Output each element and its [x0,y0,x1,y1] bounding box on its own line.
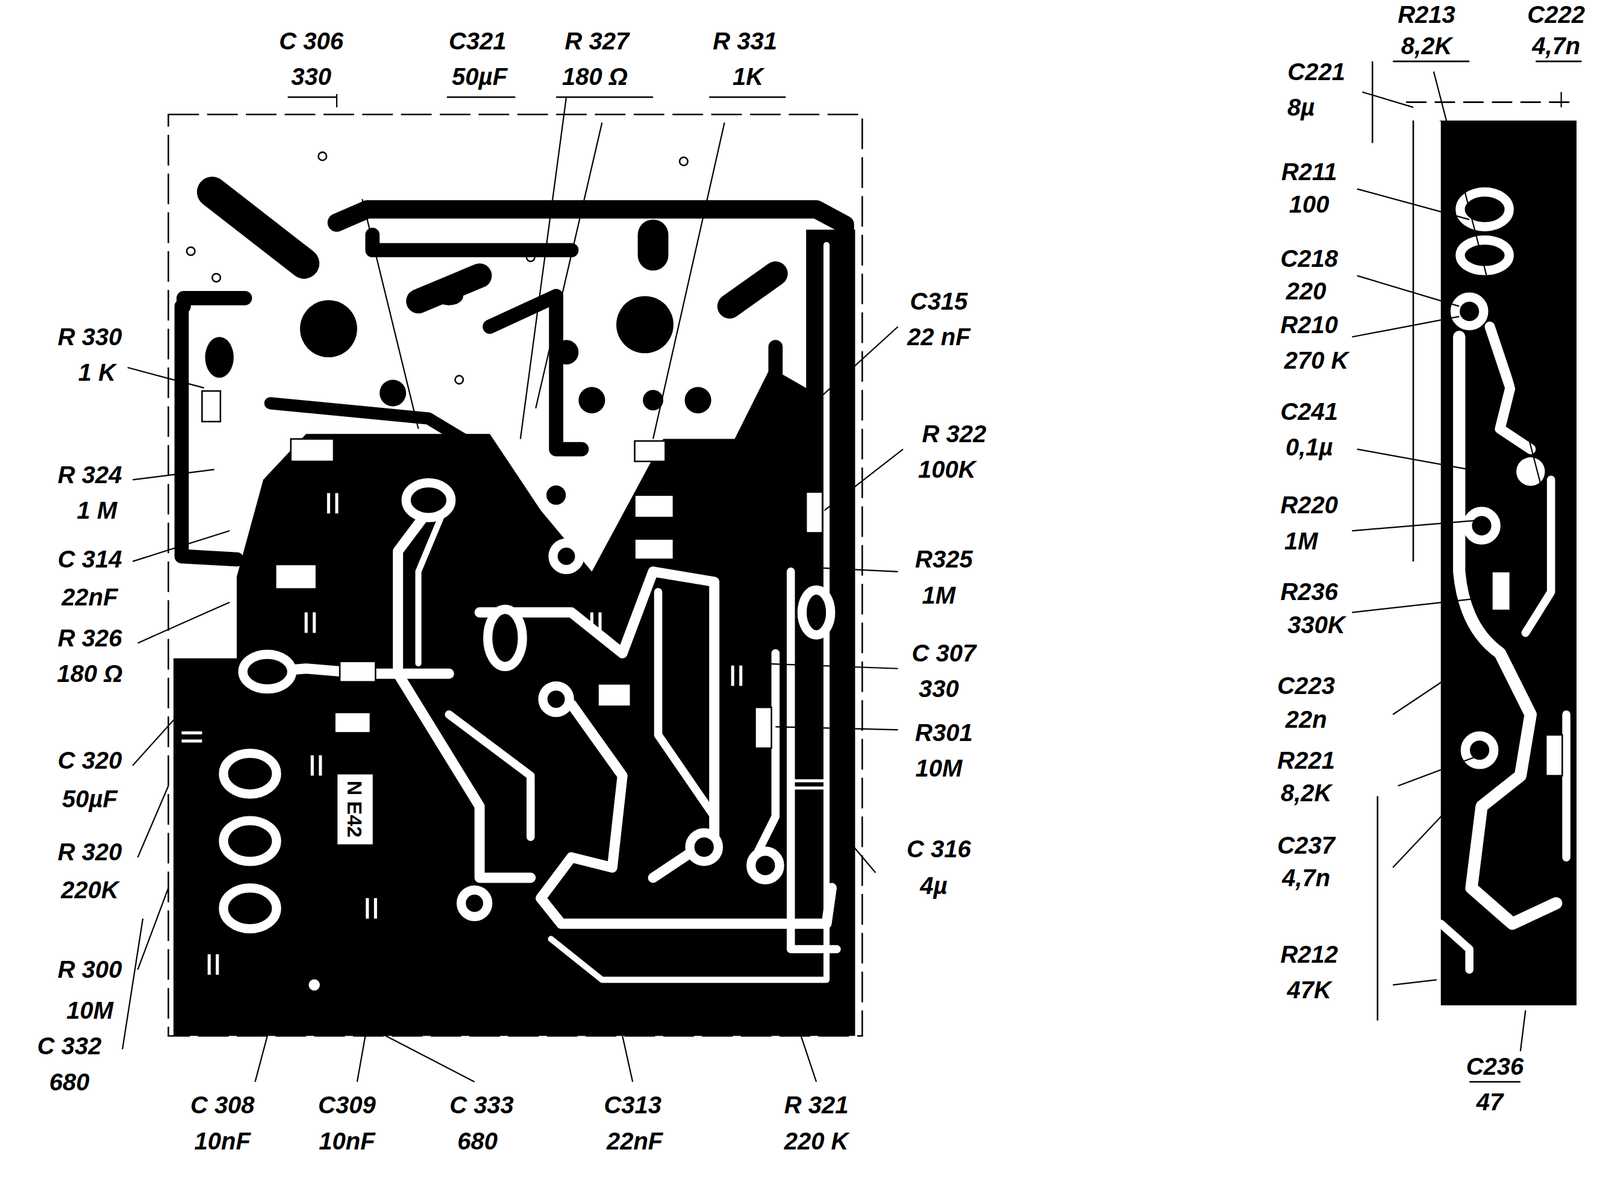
component-label: C241 [1280,399,1338,424]
component-label: C321 [448,28,507,54]
resistor-symbol [201,390,823,846]
board-outline [168,102,1577,1037]
component-label: 180 Ω [562,64,628,89]
component-label: 22nF [606,1128,663,1154]
component-label: 1M [922,583,957,608]
component-label: C223 [1277,673,1335,698]
component-label: 0,1µ [1285,434,1334,460]
component-label: 4,7n [1281,865,1331,890]
component-label: R221 [1277,748,1335,773]
isolation-gap [245,245,837,981]
component-label: C221 [1287,59,1346,84]
component-label: R 326 [57,625,123,650]
drill-hole [186,152,688,385]
component-label: 680 [457,1128,498,1154]
component-label: C218 [1280,246,1338,271]
component-label: R 300 [57,957,123,982]
component-label: 220K [60,877,119,902]
component-label: 100 [1289,192,1330,217]
component-label: 50µF [451,64,508,89]
label-underline [287,61,1582,1082]
component-label: 10nF [318,1128,375,1154]
component-label: R301 [915,720,973,745]
component-label: 4µ [919,873,947,898]
copper-area [173,229,856,1036]
component-label: C 314 [57,546,123,572]
component-label: R220 [1280,492,1338,517]
component-label: C 316 [906,836,972,861]
component-label: 330 [918,676,960,701]
component-label: C 307 [911,640,976,666]
component-label: R236 [1280,579,1338,604]
component-label: 8,2K [1401,33,1453,58]
component-label: 330 [290,64,332,89]
copper-area [1438,120,1577,1006]
resistor-symbol [1491,571,1563,776]
component-label: 22 nF [907,324,970,349]
component-label: 22nF [61,584,118,610]
component-label: 10M [66,998,114,1023]
solder-pad [204,286,711,414]
component-label: 330K [1287,612,1346,637]
component-label: 100K [918,457,976,482]
component-label: 47K [1287,977,1332,1002]
component-label: 1K [732,64,764,89]
solder-pad [223,480,831,929]
component-label: R210 [1280,312,1338,337]
component-label: C237 [1277,833,1335,858]
component-label: 180 Ω [57,661,123,686]
component-label: 8,2K [1280,780,1332,805]
component-label: R 320 [57,839,123,864]
component-label: 22n [1285,707,1328,732]
solder-pad [1454,192,1510,765]
component-label: R211 [1281,159,1338,184]
component-label: 270 K [1284,348,1349,373]
component-label: C222 [1527,2,1585,27]
component-label: 10M [915,756,963,781]
component-label: C236 [1466,1054,1525,1079]
component-label: R 327 [565,28,630,54]
component-label: C 306 [278,28,344,54]
isolation-gap [1438,122,1567,1006]
component-label: 1 K [78,360,116,385]
leader-line [122,71,1561,1082]
component-label: C 308 [190,1092,255,1117]
component-label: C 320 [57,748,123,773]
component-label: 47 [1476,1089,1504,1114]
component-label: 50µF [62,786,118,811]
component-label: R 331 [712,28,778,54]
component-label: 8µ [1287,95,1315,120]
component-label: 1M [1284,528,1319,554]
component-label: R 330 [57,324,123,349]
capacitor-symbol [754,439,791,447]
component-label: R213 [1397,2,1456,27]
component-label: C315 [910,289,969,314]
component-label: R325 [915,546,973,572]
component-label: C309 [318,1092,376,1117]
component-label: 220 K [784,1128,849,1154]
component-label: 10nF [194,1128,251,1154]
component-label: 680 [49,1069,90,1094]
component-label: 220 [1286,278,1327,304]
component-label: C313 [603,1092,662,1117]
component-label: R 321 [784,1092,849,1117]
component-label: 1 M [77,498,118,523]
component-label: R212 [1280,942,1338,967]
capacitor-symbol [181,492,828,975]
component-label: 4,7n [1531,33,1581,58]
component-label: C 333 [449,1092,514,1117]
component-label: R 324 [57,462,123,487]
component-label: R 322 [921,421,987,446]
mounting-hole [307,977,322,993]
component-label: C 332 [37,1033,102,1058]
chip-marking: N E42 [344,780,366,838]
